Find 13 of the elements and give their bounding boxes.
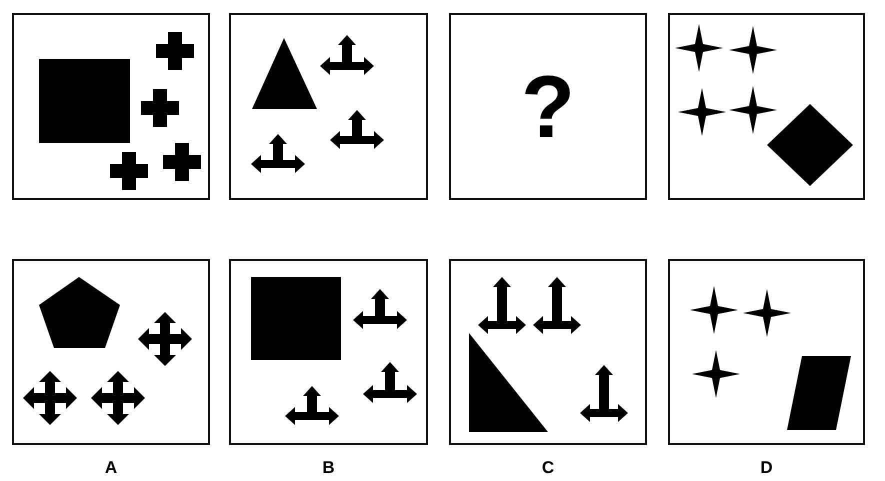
- option-label: C: [540, 459, 556, 476]
- figure-panel: [12, 13, 210, 200]
- question-mark-text: ?: [520, 62, 576, 150]
- figure-panel: [229, 259, 428, 445]
- option-label: A: [104, 459, 118, 476]
- figure-panel: [12, 259, 210, 445]
- figure-panel: [449, 259, 647, 445]
- option-label: B: [321, 459, 336, 476]
- question-panel: [449, 13, 647, 200]
- option-label: D: [759, 459, 774, 476]
- figure-panel: [229, 13, 428, 200]
- figure-panel: [668, 259, 865, 445]
- figure-panel: [668, 13, 865, 200]
